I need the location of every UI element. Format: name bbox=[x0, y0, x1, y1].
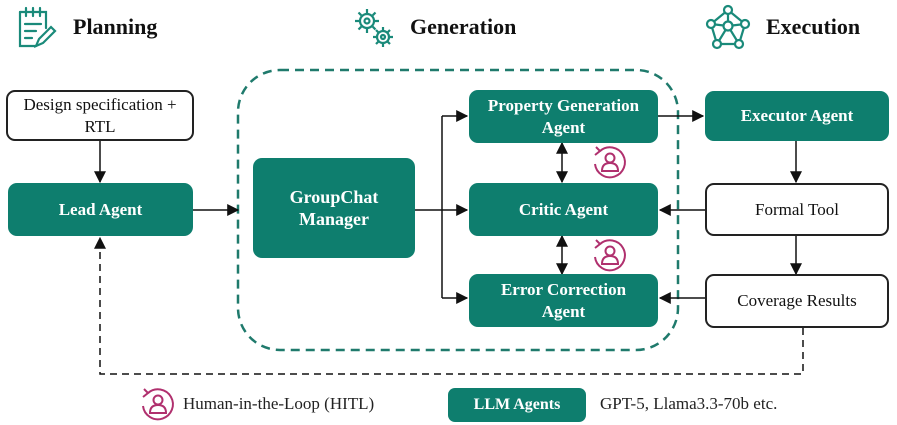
human-loop-icon bbox=[594, 146, 626, 179]
legend-hitl-label: Human-in-the-Loop (HITL) bbox=[183, 394, 375, 413]
gears-icon bbox=[355, 9, 393, 47]
execution-header: Execution bbox=[766, 14, 861, 39]
coverage-results-node: Coverage Results bbox=[705, 274, 889, 328]
formal-tool-node: Formal Tool bbox=[705, 183, 889, 236]
error-correction-agent-node: Error Correction Agent bbox=[469, 274, 658, 327]
design-spec-node: Design specification + RTL bbox=[6, 90, 194, 141]
lead-agent-node: Lead Agent bbox=[8, 183, 193, 236]
critic-agent-node: Critic Agent bbox=[469, 183, 658, 236]
human-loop-icon bbox=[594, 239, 626, 272]
edge-groupchat-fanout bbox=[414, 116, 443, 298]
network-icon bbox=[705, 4, 751, 50]
edge-feedback-coverage-to-lead bbox=[94, 236, 804, 375]
legend-human-loop-icon bbox=[142, 388, 174, 421]
planning-header: Planning bbox=[73, 14, 158, 39]
executor-agent-node: Executor Agent bbox=[705, 91, 889, 141]
legend-llm-models: GPT-5, Llama3.3-70b etc. bbox=[600, 394, 778, 413]
groupchat-manager-node: GroupChat Manager bbox=[253, 158, 415, 258]
clipboard-pencil-icon bbox=[18, 6, 57, 49]
generation-header: Generation bbox=[410, 14, 517, 39]
legend-llm-agents-badge: LLM Agents bbox=[448, 388, 586, 422]
property-generation-agent-node: Property Generation Agent bbox=[469, 90, 658, 143]
